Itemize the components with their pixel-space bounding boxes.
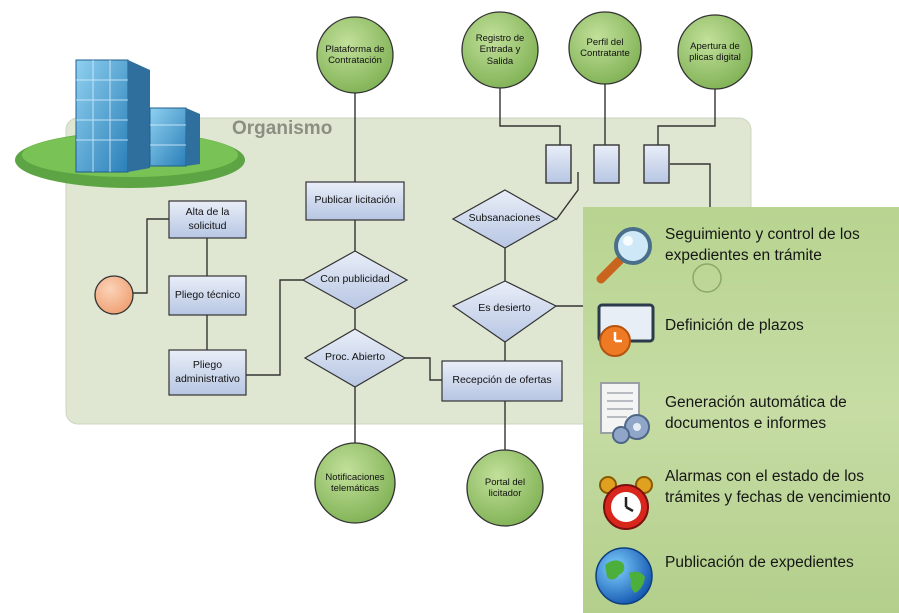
feature-text: Definición de plazos <box>665 317 804 334</box>
building-icon <box>15 59 245 188</box>
magnifier-icon <box>596 227 652 284</box>
features-panel: Seguimiento y control de los expedientes… <box>583 207 899 613</box>
pliego-administrativo-label: Pliego administrativo <box>175 359 240 385</box>
circle-apertura <box>677 14 753 90</box>
feature-item: Definición de plazos <box>583 295 899 365</box>
start-node <box>94 275 134 315</box>
process-box-pliego-administrativo <box>168 349 247 396</box>
pliego-tecnico-label: Pliego técnico <box>174 288 241 301</box>
connector-box-2 <box>593 144 620 184</box>
perfil-label: Perfil del Contratante <box>580 36 630 59</box>
circle-perfil <box>568 11 642 85</box>
portal-label: Portal del licitador <box>484 476 526 499</box>
globe-icon <box>595 547 653 605</box>
proc-abierto-label: Proc. Abierto <box>324 351 386 364</box>
process-box-recepcion <box>441 360 563 402</box>
circle-portal <box>466 449 544 527</box>
circle-plataforma <box>316 16 394 94</box>
feature-text: Generación automática de documentos e in… <box>665 394 847 432</box>
feature-item: Alarmas con el estado de los trámites y … <box>583 465 899 545</box>
ring-icon <box>692 263 722 293</box>
alarm-clock-icon <box>599 476 653 530</box>
feature-text: Publicación de expedientes <box>665 554 854 571</box>
decision-subsanaciones <box>451 189 558 249</box>
circle-notificaciones <box>314 442 396 524</box>
decision-es-desierto <box>451 280 558 343</box>
apertura-label: Apertura de plicas digital <box>689 40 741 63</box>
process-box-alta <box>168 200 247 239</box>
recepcion-label: Recepción de ofertas <box>452 374 552 387</box>
publicar-label: Publicar licitación <box>314 194 396 207</box>
organization-label: Organismo <box>232 118 333 139</box>
registro-label: Registro de Entrada y Salida <box>475 32 525 67</box>
es-desierto-label: Es desierto <box>478 302 531 315</box>
plataforma-label: Plataforma de Contratación <box>325 43 385 66</box>
document-gears-icon <box>600 382 650 444</box>
feature-text: Alarmas con el estado de los trámites y … <box>665 468 891 506</box>
notificaciones-label: Notificaciones telemáticas <box>325 471 385 494</box>
alta-label: Alta de la solicitud <box>185 206 230 232</box>
decision-proc-abierto <box>303 328 407 388</box>
feature-item: Seguimiento y control de los expedientes… <box>583 213 899 293</box>
feature-item: Publicación de expedientes <box>583 547 899 613</box>
connector-box-1 <box>545 144 572 184</box>
feature-item: Generación automática de documentos e in… <box>583 377 899 457</box>
subsanaciones-label: Subsanaciones <box>468 212 541 225</box>
clock-monitor-icon <box>597 303 655 357</box>
process-box-publicar <box>305 181 405 221</box>
decision-con-publicidad <box>301 250 409 310</box>
con-publicidad-label: Con publicidad <box>320 273 390 286</box>
circle-registro <box>461 11 539 89</box>
connector-box-3 <box>643 144 670 184</box>
feature-text: Seguimiento y control de los expedientes… <box>665 226 860 264</box>
process-box-pliego-tecnico <box>168 275 247 316</box>
